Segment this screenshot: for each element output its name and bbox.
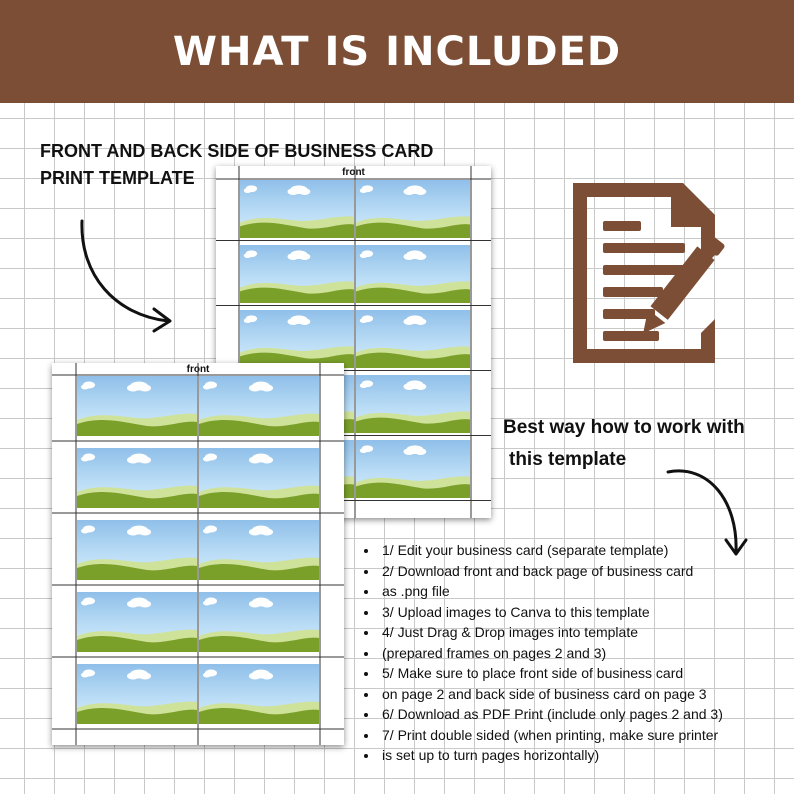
note-line-2: this template <box>509 449 627 470</box>
landscape-illustration <box>77 525 197 580</box>
card-frame <box>356 180 470 238</box>
card-frame <box>77 448 197 508</box>
card-frame <box>356 245 470 303</box>
card-frame <box>356 440 470 498</box>
step-item: 1/ Edit your business card (separate tem… <box>362 540 723 561</box>
card-frame <box>356 310 470 368</box>
sheet-label: front <box>342 167 365 178</box>
card-frame <box>199 520 319 580</box>
section-heading: FRONT AND BACK SIDE OF BUSINESS CARD PRIN… <box>40 138 433 192</box>
curved-arrow-icon <box>666 469 748 556</box>
card-frame <box>199 376 319 436</box>
step-item: 4/ Just Drag & Drop images into template <box>362 622 723 643</box>
front-template-sheet: front <box>52 363 344 745</box>
landscape-illustration <box>77 381 197 436</box>
card-frame <box>240 245 354 303</box>
step-item: (prepared frames on pages 2 and 3) <box>362 643 723 664</box>
steps-list: 1/ Edit your business card (separate tem… <box>362 540 723 766</box>
step-item: is set up to turn pages horizontally) <box>362 745 723 766</box>
landscape-illustration <box>240 315 354 368</box>
card-frame <box>199 592 319 652</box>
sheet-label: front <box>186 364 210 375</box>
curved-arrow-icon <box>80 219 172 333</box>
step-item: 3/ Upload images to Canva to this templa… <box>362 602 723 623</box>
landscape-illustration <box>77 453 197 508</box>
card-frame <box>77 664 197 724</box>
card-frame <box>77 592 197 652</box>
step-item: as .png file <box>362 581 723 602</box>
instructions-note: Best way how to work with this template <box>503 412 745 476</box>
card-frame <box>240 180 354 238</box>
landscape-illustration <box>356 315 470 368</box>
document-pencil-icon <box>573 183 725 363</box>
card-frame <box>77 520 197 580</box>
step-item: 6/ Download as PDF Print (include only p… <box>362 704 723 725</box>
landscape-illustration <box>77 597 197 652</box>
landscape-illustration <box>240 185 354 238</box>
landscape-illustration <box>356 380 470 433</box>
heading-line-2: PRINT TEMPLATE <box>40 168 195 188</box>
landscape-illustration <box>356 445 470 498</box>
header-banner: WHAT IS INCLUDED <box>0 0 794 103</box>
heading-line-1: FRONT AND BACK SIDE OF BUSINESS CARD <box>40 141 434 161</box>
banner-title: WHAT IS INCLUDED <box>172 28 622 75</box>
landscape-illustration <box>199 597 319 652</box>
step-item: 5/ Make sure to place front side of busi… <box>362 663 723 684</box>
step-item: 7/ Print double sided (when printing, ma… <box>362 725 723 746</box>
step-item: 2/ Download front and back page of busin… <box>362 561 723 582</box>
landscape-illustration <box>240 250 354 303</box>
step-item: on page 2 and back side of business card… <box>362 684 723 705</box>
landscape-illustration <box>199 453 319 508</box>
landscape-illustration <box>199 669 319 724</box>
card-frame <box>199 664 319 724</box>
card-frame <box>199 448 319 508</box>
card-frame <box>240 310 354 368</box>
note-line-1: Best way how to work with <box>503 417 745 438</box>
landscape-illustration <box>356 250 470 303</box>
card-frame <box>356 375 470 433</box>
landscape-illustration <box>199 381 319 436</box>
card-frame <box>77 376 197 436</box>
landscape-illustration <box>199 525 319 580</box>
landscape-illustration <box>356 185 470 238</box>
landscape-illustration <box>77 669 197 724</box>
